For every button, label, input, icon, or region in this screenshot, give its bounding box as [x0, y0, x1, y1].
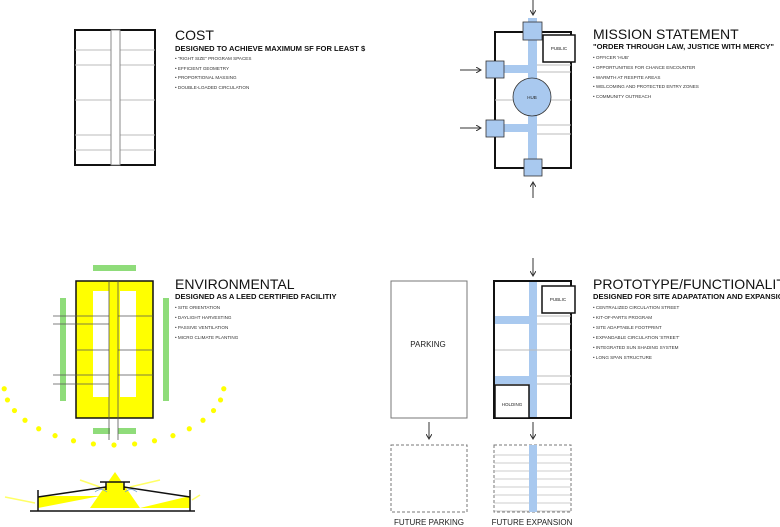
- bullet: "RIGHT SIZE" PROGRAM SPACES: [178, 56, 252, 61]
- sun-dot: [111, 442, 117, 448]
- prototype-subtitle: DESIGNED FOR SITE ADAPATATION AND EXPANS…: [593, 292, 780, 301]
- bullet: DAYLIGHT HARVESTING: [178, 315, 232, 320]
- sun-dot: [200, 417, 206, 423]
- sun-dot: [22, 417, 28, 423]
- sun-dot: [132, 441, 138, 447]
- sun-dot: [90, 441, 96, 447]
- svg-text:• LONG SPAN STRUCTURE: • LONG SPAN STRUCTURE: [593, 355, 652, 360]
- mission-title: MISSION STATEMENT: [593, 26, 739, 42]
- sun-dot: [36, 426, 42, 432]
- svg-text:• OFFICER 'HUB': • OFFICER 'HUB': [593, 55, 629, 60]
- bullet: SITE ORIENTATION: [178, 305, 220, 310]
- bullet: KIT-OF-PARTS PROGRAM: [596, 315, 652, 320]
- sun-dot: [170, 433, 176, 439]
- svg-text:• WARMTH AT RESPITE AREAS: • WARMTH AT RESPITE AREAS: [593, 75, 660, 80]
- cost-title: COST: [175, 27, 214, 43]
- svg-text:• DOUBLE-LOADED CIRCULATION: • DOUBLE-LOADED CIRCULATION: [175, 85, 249, 90]
- sun-dot: [4, 397, 11, 403]
- environmental-plan-diagram: [1, 265, 227, 512]
- prototype-text: PROTOTYPE/FUNCTIONALITY DESIGNED FOR SIT…: [593, 276, 780, 360]
- bullet: DOUBLE-LOADED CIRCULATION: [178, 85, 249, 90]
- sun-dot: [186, 426, 192, 432]
- svg-text:• KIT-OF-PARTS PROGRAM: • KIT-OF-PARTS PROGRAM: [593, 315, 652, 320]
- svg-text:• OPPORTUNITIES FOR CHANCE ENC: • OPPORTUNITIES FOR CHANCE ENCOUNTER: [593, 65, 696, 70]
- svg-text:• PROPORTIONAL MASSING: • PROPORTIONAL MASSING: [175, 75, 237, 80]
- future-expansion-label: FUTURE EXPANSION: [492, 518, 573, 527]
- bullet: EXPANDABLE CIRCULATION 'STREET': [596, 335, 680, 340]
- corridor: [110, 29, 121, 166]
- bullet: COMMUNITY OUTREACH: [596, 94, 651, 99]
- svg-text:• DAYLIGHT HARVESTING: • DAYLIGHT HARVESTING: [175, 315, 232, 320]
- entry-box: [485, 60, 505, 79]
- mission-plan-diagram: HUB PUBLIC: [460, 0, 576, 198]
- svg-text:• EFFICIENT GEOMETRY: • EFFICIENT GEOMETRY: [175, 66, 229, 71]
- sun-dot: [1, 386, 7, 392]
- bullet: OFFICER 'HUB': [596, 55, 629, 60]
- prototype-title: PROTOTYPE/FUNCTIONALITY: [593, 276, 780, 292]
- future-parking-label: FUTURE PARKING: [394, 518, 464, 527]
- entry-box: [522, 21, 543, 41]
- bullet: SITE ADAPTABLE FOOTPRINT: [596, 325, 662, 330]
- cost-plan-diagram: [74, 29, 156, 166]
- public-label: PUBLIC: [550, 297, 567, 302]
- section-diagram: [4, 472, 201, 512]
- svg-text:• SITE ORIENTATION: • SITE ORIENTATION: [175, 305, 220, 310]
- bullet: WELCOMING AND PROTECTED ENTRY ZONES: [596, 84, 699, 89]
- prototype-plan-diagram: PARKING FUTURE PARKING PUBLIC HOLDING FU…: [390, 258, 576, 527]
- svg-text:• PASSIVE VENTILATION: • PASSIVE VENTILATION: [175, 325, 228, 330]
- sun-dot: [210, 407, 217, 414]
- bullet: MICRO CLIMATE PLANTING: [178, 335, 239, 340]
- mission-text: MISSION STATEMENT "ORDER THROUGH LAW, JU…: [593, 26, 774, 99]
- mission-subtitle: "ORDER THROUGH LAW, JUSTICE WITH MERCY": [593, 42, 774, 51]
- cost-text: COST DESIGNED TO ACHIEVE MAXIMUM SF FOR …: [175, 27, 366, 90]
- bullet: INTEGRATED SUN SHADING SYSTEM: [596, 345, 679, 350]
- svg-text:• CENTRALIZED CIRCULATION STRE: • CENTRALIZED CIRCULATION STREET: [593, 305, 679, 310]
- environmental-title: ENVIRONMENTAL: [175, 276, 295, 292]
- sun-path-dots: [1, 386, 227, 448]
- arrow-icon: [429, 258, 533, 439]
- bullet: WARMTH AT RESPITE AREAS: [596, 75, 661, 80]
- svg-text:• SITE ADAPTABLE FOOTPRINT: • SITE ADAPTABLE FOOTPRINT: [593, 325, 662, 330]
- parking-label: PARKING: [410, 340, 445, 349]
- arrow-icon: [460, 0, 533, 198]
- svg-text:• INTEGRATED SUN SHADING SYSTE: • INTEGRATED SUN SHADING SYSTEM: [593, 345, 679, 350]
- bullet: PROPORTIONAL MASSING: [178, 75, 237, 80]
- environmental-subtitle: DESIGNED AS A LEED CERTIFIED FACILITIY: [175, 292, 337, 301]
- planting-bars: [60, 265, 169, 434]
- svg-text:• EXPANDABLE CIRCULATION 'STRE: • EXPANDABLE CIRCULATION 'STREET': [593, 335, 680, 340]
- entry-box: [485, 119, 505, 138]
- svg-text:• "RIGHT SIZE" PROGRAM SPACES: • "RIGHT SIZE" PROGRAM SPACES: [175, 56, 251, 61]
- bullet: LONG SPAN STRUCTURE: [596, 355, 652, 360]
- sun-dot: [151, 438, 158, 444]
- svg-text:• WELCOMING AND PROTECTED ENTR: • WELCOMING AND PROTECTED ENTRY ZONES: [593, 84, 699, 89]
- holding-label: HOLDING: [502, 402, 523, 407]
- hub-label: HUB: [527, 95, 537, 100]
- sun-dot: [11, 407, 18, 414]
- public-label: PUBLIC: [551, 46, 568, 51]
- environmental-text: ENVIRONMENTAL DESIGNED AS A LEED CERTIFI…: [175, 276, 337, 340]
- sun-dot: [52, 433, 58, 439]
- bullet: PASSIVE VENTILATION: [178, 325, 228, 330]
- bullet: OPPORTUNITIES FOR CHANCE ENCOUNTER: [596, 65, 696, 70]
- cost-subtitle: DESIGNED TO ACHIEVE MAXIMUM SF FOR LEAST…: [175, 44, 366, 53]
- svg-text:• MICRO CLIMATE PLANTING: • MICRO CLIMATE PLANTING: [175, 335, 239, 340]
- bullet: EFFICIENT GEOMETRY: [178, 66, 229, 71]
- bullet: CENTRALIZED CIRCULATION STREET: [596, 305, 680, 310]
- svg-text:• COMMUNITY OUTREACH: • COMMUNITY OUTREACH: [593, 94, 651, 99]
- sun-dot: [217, 397, 224, 403]
- entry-box: [523, 158, 543, 177]
- sun-dot: [221, 386, 227, 392]
- sun-dot: [70, 438, 77, 444]
